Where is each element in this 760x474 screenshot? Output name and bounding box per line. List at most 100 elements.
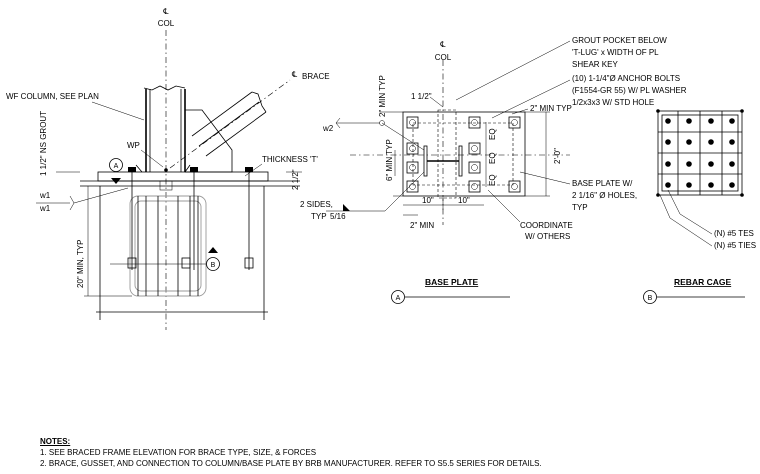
grout-pocket-line1: GROUT POCKET BELOW: [572, 36, 667, 45]
rebar-dot: [665, 161, 671, 167]
brace-cl-label: BRACE: [302, 72, 330, 81]
section-tag-b: B: [211, 262, 216, 269]
rebar-dot: [708, 182, 714, 188]
anchor-nut: [245, 167, 253, 172]
grout-pocket-line3: SHEAR KEY: [572, 60, 618, 69]
edge-min-label: 2" MIN: [410, 221, 434, 230]
rebar-dot: [729, 118, 735, 124]
weld-size-label: 5/16: [330, 212, 346, 221]
wf-column-label: WF COLUMN, SEE PLAN: [6, 92, 99, 101]
weld-2-sides-label: 2 SIDES,: [300, 200, 333, 209]
rebar-cage-inner: [134, 200, 202, 292]
coordinate-leader: [487, 189, 521, 223]
anchor-embed-nut: [181, 257, 191, 269]
rebar-dot: [729, 182, 735, 188]
weld-all-around: [379, 120, 385, 126]
bolt-hole: [471, 119, 478, 126]
bolt-hole: [409, 145, 416, 152]
plate-depth-label: 2'-0": [553, 148, 562, 164]
anchor-bolts-line1: (10) 1-1/4"Ø ANCHOR BOLTS: [572, 74, 680, 83]
base-plate-title: BASE PLATE: [425, 277, 479, 287]
tes-leader: [667, 189, 713, 235]
column-weld-marks: [135, 164, 191, 173]
eq-label-1: EQ: [488, 128, 497, 140]
base-plate-plan: ℄ COL GROUT POCKET BELOW 'T-LUG' x WIDTH…: [300, 36, 687, 304]
corner-bar: [656, 193, 660, 197]
min-typ-right-label: 2" MIN TYP: [530, 104, 572, 113]
wf-column-leader: [91, 101, 145, 121]
weld-w2-leader: [381, 122, 425, 151]
anchor-bolt-plan-group: [406, 116, 521, 193]
bolt-hole: [511, 119, 518, 126]
coordinate-line2: W/ OTHERS: [525, 232, 570, 241]
brace-edge-mid: [198, 101, 260, 147]
bolt-hole: [471, 183, 478, 190]
vertical-bar-grid: [665, 118, 735, 188]
rebar-cage-outer: [129, 195, 207, 297]
section-tag-b-bubble: [206, 257, 220, 271]
rebar-dot: [729, 139, 735, 145]
rebar-dot: [686, 182, 692, 188]
weld-typ-label: TYP: [311, 212, 327, 221]
weld-w2-label: w2: [322, 124, 334, 133]
work-point-label: WP: [127, 141, 140, 150]
anchor-bolt-plan: [406, 142, 419, 155]
base-plate-tag-bubble: [391, 290, 405, 304]
thickness-leader: [244, 163, 263, 177]
general-notes: NOTES: 1. SEE BRACED FRAME ELEVATION FOR…: [40, 436, 542, 469]
anchor-bolt-plan: [406, 116, 419, 129]
column-cl-label: COL: [158, 19, 175, 28]
rebar-dot: [708, 161, 714, 167]
rebar-dot: [665, 118, 671, 124]
bolt-hole: [409, 119, 416, 126]
plan-cl-label: COL: [435, 53, 452, 62]
plan-flange-left: [423, 145, 428, 177]
rebar-dot: [665, 139, 671, 145]
min-typ-vertical-label: 2" MIN TYP: [378, 75, 387, 117]
six-min-label: 6" MIN TYP: [385, 139, 394, 181]
ties-leader: [659, 194, 713, 247]
rebar-cage-tag: B: [648, 295, 653, 302]
column-break-line: [143, 85, 186, 91]
anchor-bolt-plan: [468, 116, 481, 129]
weld-w2-tail: [335, 117, 341, 129]
column-cl-symbol: ℄: [163, 7, 169, 16]
brace-edge-lower: [205, 111, 267, 157]
corner-bar: [656, 109, 660, 113]
brace-edge-upper: [191, 91, 253, 137]
section-cut-a-arrow: [111, 178, 121, 184]
anchor-nut: [190, 167, 198, 172]
grout-label: 1 1/2" NS GROUT: [39, 111, 48, 176]
work-point-marker: [164, 168, 168, 172]
rebar-dot: [708, 118, 714, 124]
top-edge-dim-label: 1 1/2": [411, 92, 432, 101]
bolt-hole: [471, 164, 478, 171]
thickness-label: THICKNESS 'T': [262, 155, 318, 164]
anchor-nut: [128, 167, 136, 172]
plan-flange-right: [458, 145, 463, 177]
bolt-hole: [511, 183, 518, 190]
weld-w1-tail: [69, 195, 75, 211]
eq-label-2: EQ: [488, 152, 497, 164]
anchor-bolt-plan: [406, 161, 419, 174]
bolt-hole: [471, 145, 478, 152]
brace-cl-symbol: ℄: [292, 70, 298, 79]
rebar-cage-section: (N) #5 TES (N) #5 TIES REBAR CAGE B: [643, 109, 756, 304]
corner-bar: [740, 109, 744, 113]
section-cut-b-arrow: [208, 247, 218, 253]
plan-cl-symbol: ℄: [440, 40, 446, 49]
brace-break-line: [251, 91, 267, 113]
corner-bar: [740, 193, 744, 197]
dim-10-right: 10": [458, 196, 470, 205]
coordinate-line1: COORDINATE: [520, 221, 573, 230]
base-plate-tag: A: [396, 295, 401, 302]
rebar-ties-label: (N) #5 TIES: [714, 241, 756, 250]
base-plate-note-line3: TYP: [572, 203, 588, 212]
anchor-embed-nut: [127, 257, 137, 269]
anchor-embed-nut: [244, 257, 254, 269]
rebar-dot: [665, 182, 671, 188]
section-tag-a-bubble: [109, 158, 123, 172]
anchor-bolt-plan: [468, 142, 481, 155]
dim-10-left: 10": [422, 196, 434, 205]
